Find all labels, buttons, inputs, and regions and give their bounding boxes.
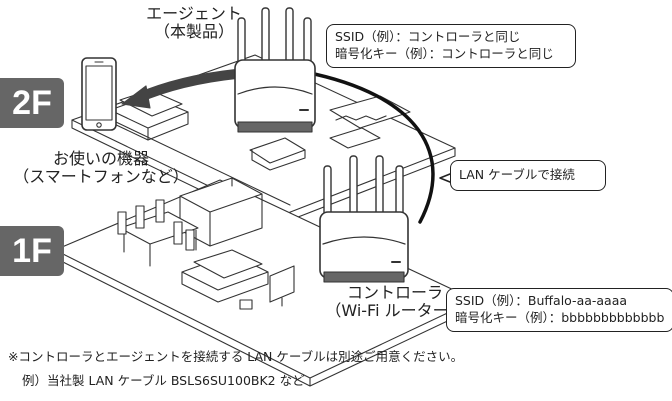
- footnote-line2: 例）当社製 LAN ケーブル BSLS6SU100BK2 など: [22, 373, 305, 388]
- agent-label-line2: （本製品）: [153, 22, 234, 42]
- device-label-line2: （スマートフォンなど）: [13, 167, 189, 187]
- agent-ssid-text: SSID（例）：コントローラと同じ: [335, 29, 521, 44]
- agent-key-text: 暗号化キー（例）：コントローラと同じ: [335, 45, 554, 61]
- lan-cable-label: LAN ケーブルで接続: [450, 160, 606, 191]
- agent-router: [234, 7, 316, 133]
- smartphone-icon: [81, 57, 117, 131]
- controller-label-line1: コントローラ: [346, 283, 443, 302]
- controller-ssid-box: SSID（例）：Buffalo-aa-aaaa 暗号化キー（例）：bbbbbbb…: [446, 288, 672, 332]
- agent-label: エージェント （本製品）: [146, 4, 242, 42]
- controller-label-line2: （Wi-Fi ルーター）: [325, 301, 465, 321]
- lan-label-pointer: [439, 173, 451, 183]
- controller-router: [319, 155, 409, 283]
- footnote-line1: ※コントローラとエージェントを接続する LAN ケーブルは別途ご用意ください。: [8, 349, 464, 364]
- wireless-arrowhead: [121, 85, 151, 109]
- controller-key-text: 暗号化キー（例）：bbbbbbbbbbbbb: [455, 309, 665, 325]
- controller-ssid-text: SSID（例）：Buffalo-aa-aaaa: [455, 293, 628, 308]
- lan-cable-label-text: LAN ケーブルで接続: [459, 167, 575, 182]
- floor-1f-badge: 1F: [0, 226, 64, 276]
- agent-ssid-box: SSID（例）：コントローラと同じ 暗号化キー（例）：コントローラと同じ: [326, 24, 576, 68]
- agent-label-line1: エージェント: [146, 4, 242, 23]
- device-label: お使いの機器 （スマートフォンなど）: [10, 149, 192, 187]
- lan-cable: [303, 70, 435, 224]
- living-set-1f: [181, 249, 295, 310]
- dining-set-1f: [117, 199, 199, 267]
- controller-label: コントローラ （Wi-Fi ルーター）: [320, 283, 470, 321]
- device-label-line1: お使いの機器: [52, 149, 149, 168]
- floor-2f-badge: 2F: [0, 78, 64, 128]
